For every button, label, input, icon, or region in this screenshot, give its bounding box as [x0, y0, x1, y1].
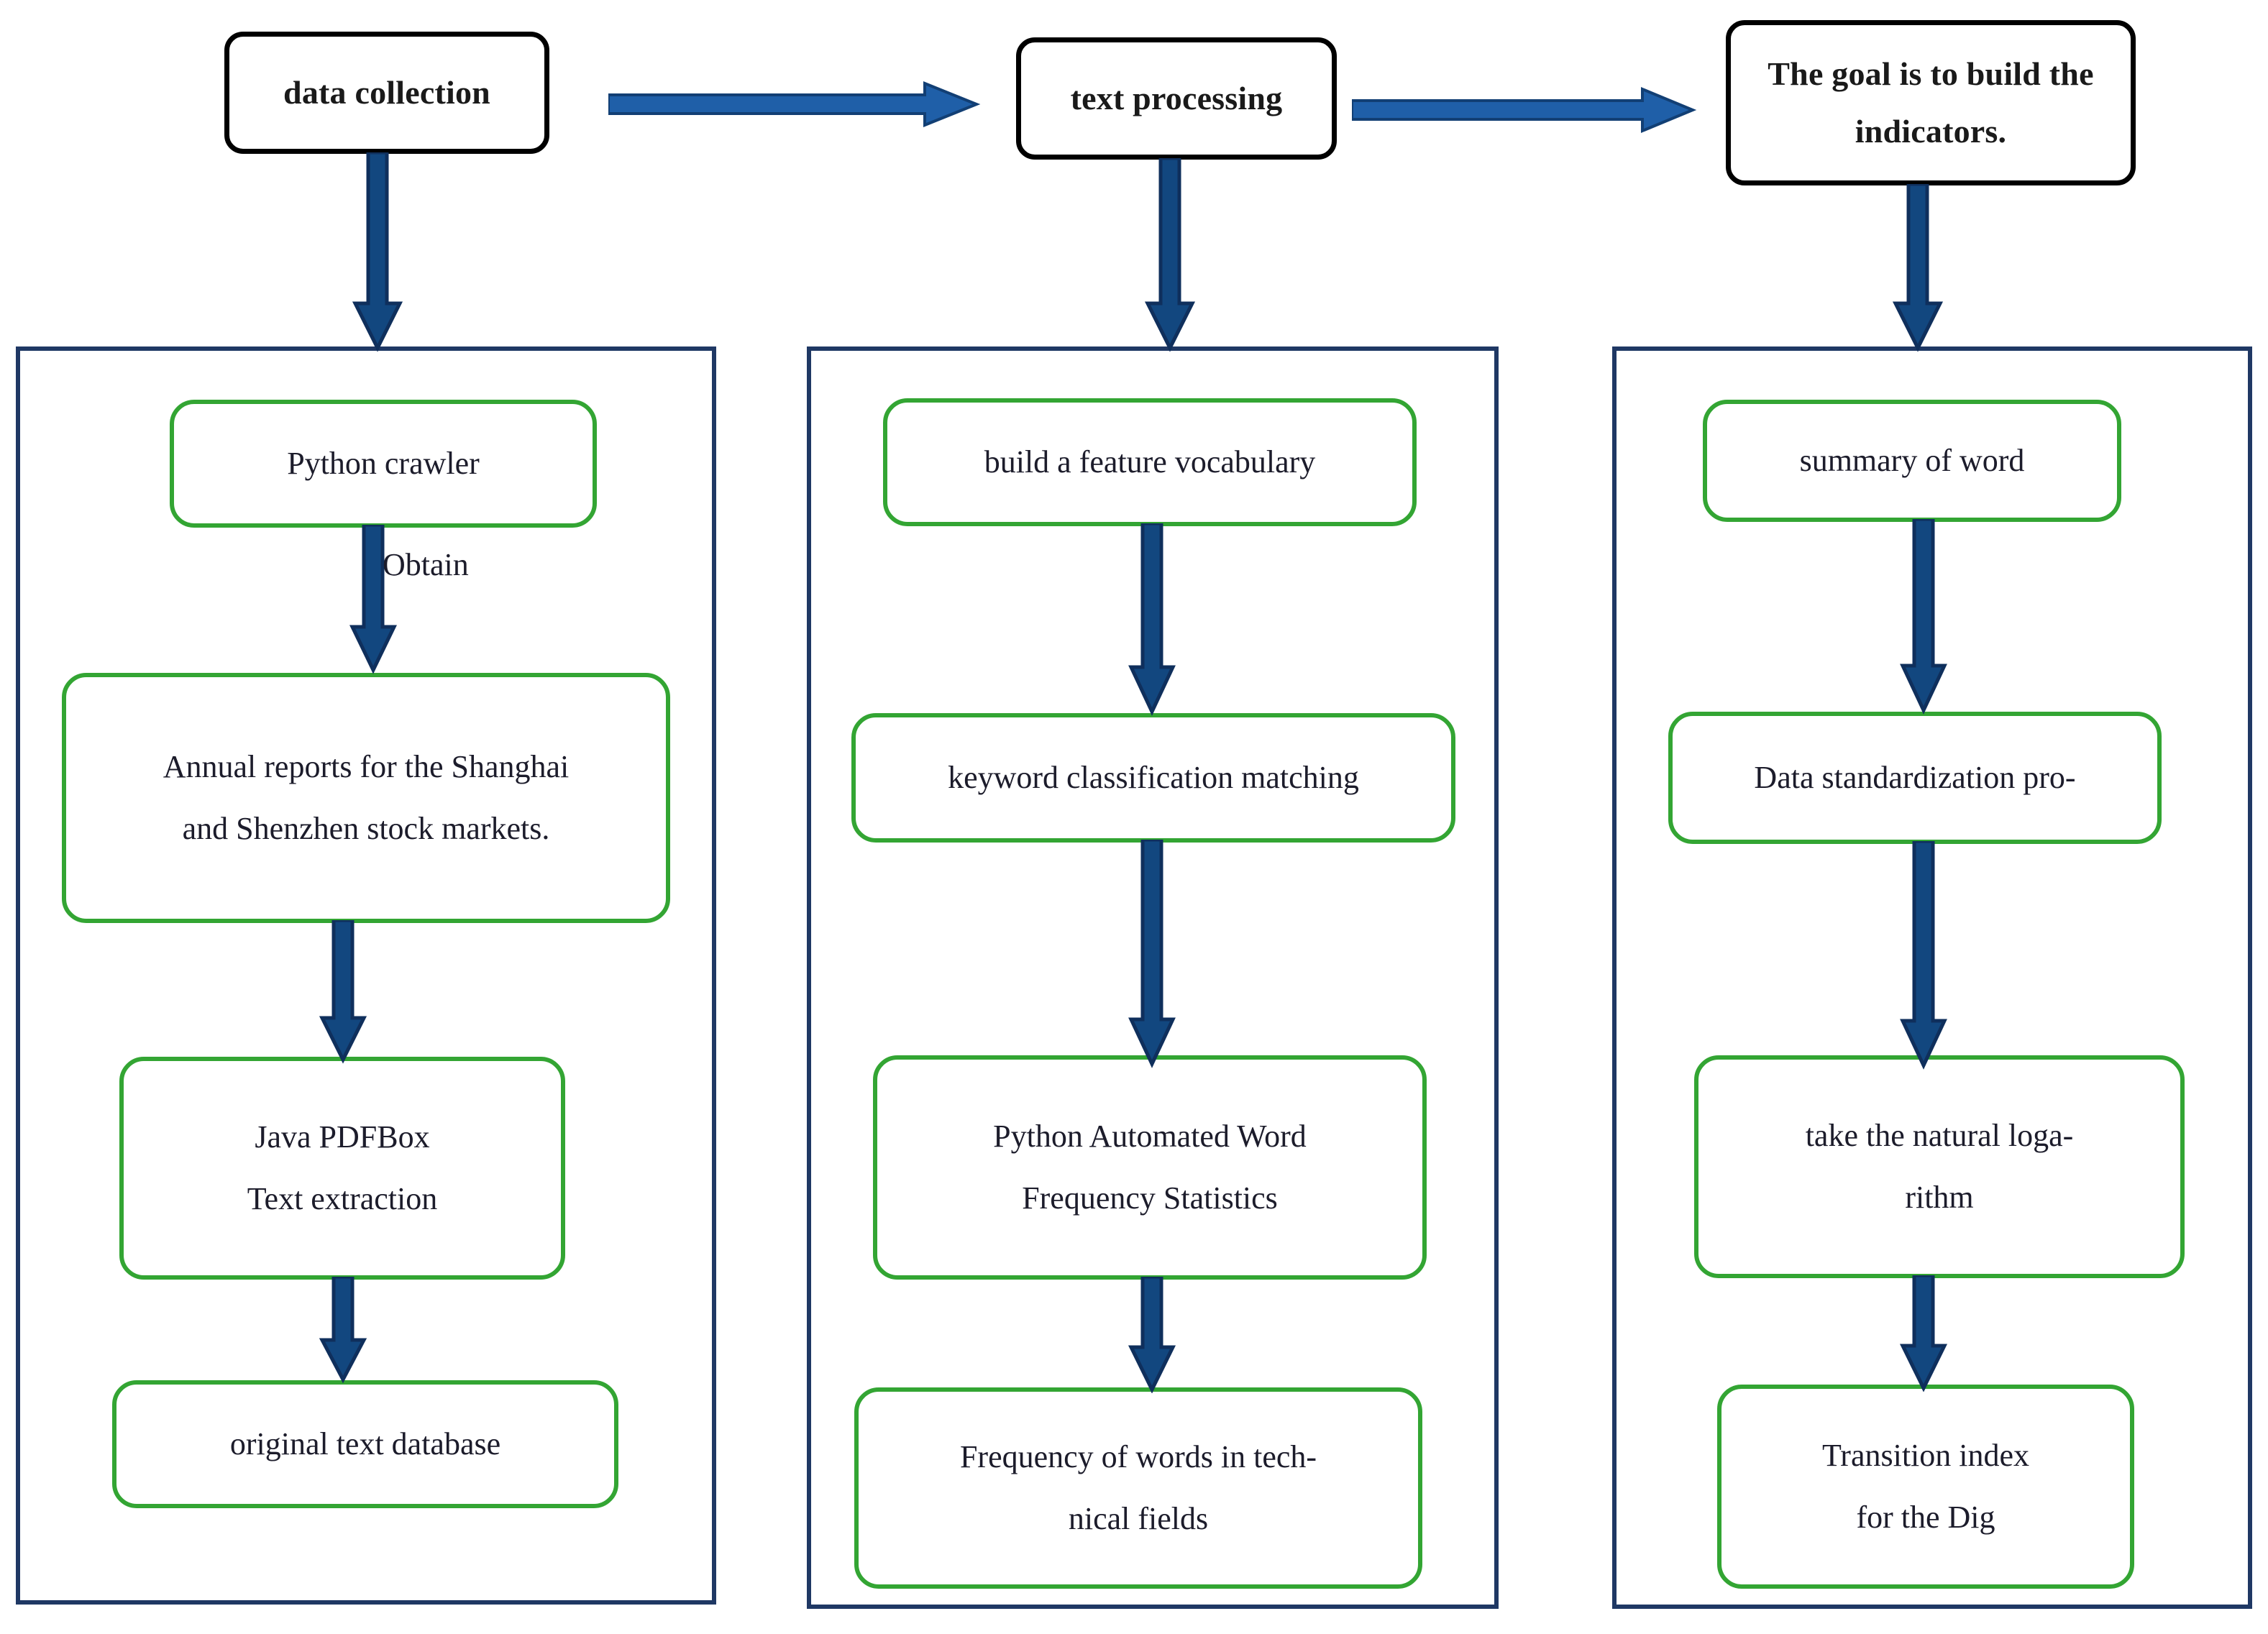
edge-label-obtain: Obtain — [383, 547, 469, 582]
process-box-word-frequency-statistics[interactable]: Python Automated Word Frequency Statisti… — [873, 1055, 1427, 1280]
header-box-build-indicators[interactable]: The goal is to build the indicators. — [1726, 20, 2136, 185]
arrow-summary-to-data-standardization — [1900, 519, 1947, 715]
process-label-line-1: Java PDFBox — [255, 1119, 430, 1155]
process-box-feature-vocabulary[interactable]: build a feature vocabulary — [883, 398, 1417, 526]
arrow-text-processing-to-build-indicators — [1352, 87, 1697, 133]
arrow-header-to-stage-1 — [352, 152, 403, 352]
header-label-line-2: indicators. — [1855, 113, 2007, 150]
process-label-line-1: take the natural loga- — [1805, 1118, 2074, 1154]
process-label-line: original text database — [229, 1426, 501, 1462]
process-label-line: build a feature vocabulary — [984, 444, 1316, 480]
process-box-python-crawler[interactable]: Python crawler — [170, 400, 597, 528]
process-box-transition-index[interactable]: Transition index for the Dig — [1717, 1385, 2134, 1589]
arrow-feature-vocabulary-to-keyword-classification — [1128, 523, 1176, 716]
process-box-annual-reports[interactable]: Annual reports for the Shanghai and Shen… — [62, 673, 670, 923]
header-label-line: data collection — [283, 73, 490, 111]
process-label-line: Python crawler — [287, 446, 480, 482]
process-box-technical-word-frequency[interactable]: Frequency of words in tech- nical fields — [854, 1387, 1422, 1589]
process-label-line-1: Python Automated Word — [993, 1119, 1307, 1155]
arrow-data-standardization-to-logarithm — [1900, 841, 1947, 1070]
arrow-header-to-stage-2 — [1144, 158, 1196, 352]
process-label-line-1: Transition index — [1821, 1438, 2030, 1474]
process-label-line-1: Annual reports for the Shanghai — [163, 749, 570, 785]
process-label-line-2: Text extraction — [247, 1181, 438, 1216]
process-label-line-2: Frequency Statistics — [1022, 1180, 1278, 1216]
process-box-keyword-classification[interactable]: keyword classification matching — [851, 713, 1455, 843]
arrow-java-pdfbox-to-original-text-database — [319, 1277, 367, 1383]
header-label-line-1: The goal is to build the — [1768, 55, 2094, 92]
arrow-python-crawler-to-annual-reports — [349, 525, 397, 674]
arrow-word-frequency-to-technical-fields — [1128, 1277, 1176, 1393]
arrow-keyword-classification-to-word-frequency — [1128, 840, 1176, 1068]
arrow-annual-reports-to-java-pdfbox — [319, 920, 367, 1064]
arrow-logarithm-to-transition-index — [1899, 1275, 1948, 1392]
process-label-line: summary of word — [1799, 443, 2025, 479]
header-box-data-collection[interactable]: data collection — [224, 32, 549, 154]
process-label-line-1: Frequency of words in tech- — [959, 1439, 1317, 1475]
arrow-header-to-stage-3 — [1892, 184, 1944, 352]
process-label-line-2: rithm — [1905, 1180, 1974, 1215]
arrow-data-collection-to-text-processing — [608, 81, 981, 127]
process-box-natural-logarithm[interactable]: take the natural loga- rithm — [1694, 1055, 2185, 1278]
process-label-line: keyword classification matching — [948, 760, 1359, 796]
process-box-summary-of-word[interactable]: summary of word — [1703, 400, 2121, 522]
header-box-text-processing[interactable]: text processing — [1016, 37, 1337, 160]
process-label-line: Data standardization pro- — [1754, 760, 2076, 796]
process-box-data-standardization[interactable]: Data standardization pro- — [1668, 712, 2162, 844]
process-label-line-2: nical fields — [1068, 1501, 1209, 1536]
process-box-java-pdfbox[interactable]: Java PDFBox Text extraction — [119, 1057, 565, 1280]
process-label-line-2: for the Dig — [1856, 1500, 1995, 1535]
process-box-original-text-database[interactable]: original text database — [112, 1380, 618, 1508]
process-label-line-2: and Shenzhen stock markets. — [182, 811, 550, 846]
header-label-line: text processing — [1070, 79, 1283, 116]
